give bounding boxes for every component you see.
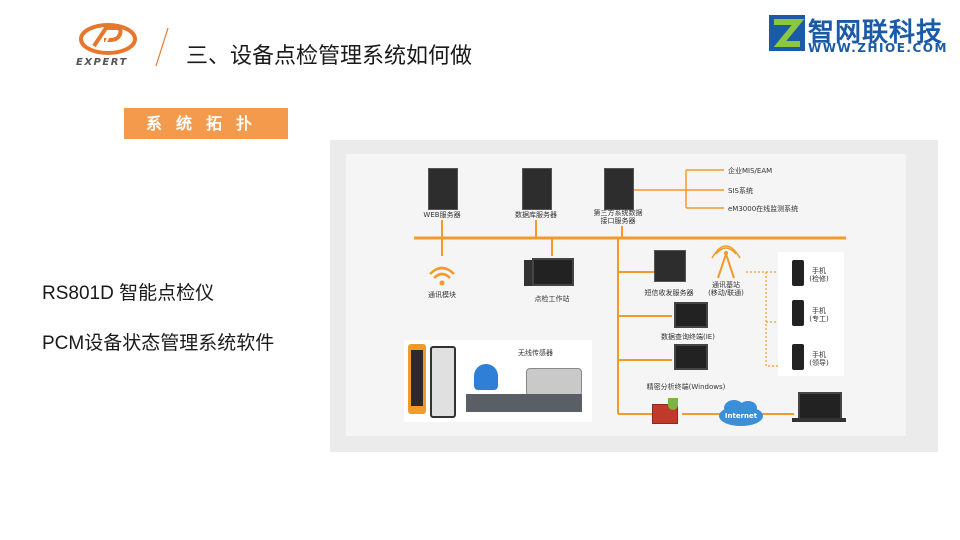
sms-server-label: 短信收发服务器 — [644, 289, 694, 297]
phone-label-specialist: 手机 — [812, 307, 826, 315]
title-divider — [150, 26, 174, 68]
section-badge: 系统拓扑 — [124, 108, 288, 139]
phone-icon-maintenance — [792, 260, 804, 286]
slide-title: 三、设备点检管理系统如何做 — [186, 44, 473, 69]
topology-canvas: WEB服务器 数据库服务器 第三方系统数据 接口服务器 企业MIS/EAM SI… — [346, 154, 906, 436]
pump-icon — [474, 364, 498, 390]
workstation-tower-icon — [524, 260, 532, 286]
device-item: RS801D 智能点检仪 — [42, 283, 215, 304]
machine-base-icon — [466, 394, 582, 412]
interface-server-label-1: 第三方系统数据 — [593, 209, 643, 217]
laptop-base-icon — [792, 418, 846, 422]
phone-icon-specialist — [792, 300, 804, 326]
antenna-icon — [711, 245, 741, 279]
phone-role-leader: (领导) — [809, 359, 829, 367]
shield-icon — [668, 398, 678, 410]
query-terminal-label: 数据查询终端(IE) — [661, 333, 715, 341]
software-item: PCM设备状态管理系统软件 — [42, 333, 275, 354]
brand-name: 智网联科技 — [808, 18, 944, 48]
base-station-label: 通讯基站 — [712, 281, 740, 289]
internet-label: Internet — [724, 412, 758, 420]
cloud-icon — [719, 400, 763, 426]
interface-server-icon — [604, 168, 634, 210]
wireless-sensor-label: 无线传感器 — [518, 349, 553, 357]
external-system-mis: 企业MIS/EAM — [728, 167, 773, 175]
wifi-icon — [429, 266, 455, 286]
external-system-sis: SIS系统 — [728, 187, 753, 195]
phone-role-specialist: (专工) — [809, 315, 829, 323]
external-system-em3000: eM3000在线监测系统 — [728, 205, 799, 213]
phone-icon-leader — [792, 344, 804, 370]
laptop-icon — [798, 392, 842, 420]
phones-panel — [778, 252, 844, 376]
handheld-screen — [411, 350, 423, 406]
brand-logo-icon — [768, 14, 808, 52]
logo-text: EXPERT — [76, 57, 128, 68]
topology-lines — [414, 169, 846, 426]
db-server-label: 数据库服务器 — [515, 211, 557, 219]
motor-icon — [526, 368, 582, 396]
phone-role-maintenance: (检修) — [809, 275, 829, 283]
phone-label-leader: 手机 — [812, 351, 826, 359]
brand-url: WWW.ZHIOE.COM — [808, 41, 948, 55]
workstation-label: 点检工作站 — [534, 295, 570, 303]
phone-label-maintenance: 手机 — [812, 267, 826, 275]
comm-module-label: 通讯模块 — [428, 291, 456, 299]
base-station-sub: (移动/联通) — [708, 289, 744, 297]
db-server-icon — [522, 168, 552, 210]
analysis-terminal-label: 精密分析终端(Windows) — [646, 383, 726, 391]
expert-logo — [72, 22, 144, 58]
analysis-terminal-icon — [674, 344, 708, 370]
web-server-label: WEB服务器 — [423, 211, 461, 219]
interface-server-label-2: 接口服务器 — [600, 217, 636, 225]
workstation-monitor-icon — [532, 258, 574, 286]
query-terminal-icon — [674, 302, 708, 328]
sms-server-icon — [654, 250, 686, 282]
web-server-icon — [428, 168, 458, 210]
handheld-device-2-icon — [430, 346, 456, 418]
